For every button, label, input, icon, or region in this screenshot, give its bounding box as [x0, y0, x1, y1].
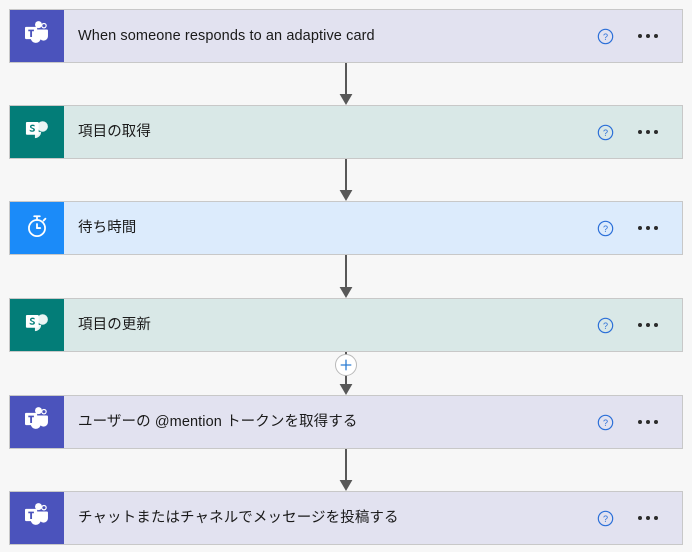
more-options-icon[interactable] — [636, 30, 660, 42]
plus-icon — [340, 359, 352, 371]
flow-step-card[interactable]: チャットまたはチャネルでメッセージを投稿する? — [9, 491, 683, 545]
sharepoint-icon — [22, 308, 52, 343]
connector-arrow-icon — [339, 255, 353, 298]
flow-step-card[interactable]: ユーザーの @mention トークンを取得する? — [9, 395, 683, 449]
step-card-body[interactable]: 待ち時間? — [64, 202, 682, 254]
step-card-actions: ? — [597, 28, 672, 45]
more-options-icon[interactable] — [636, 319, 660, 331]
svg-text:?: ? — [603, 417, 608, 427]
help-icon[interactable]: ? — [597, 124, 614, 141]
step-card-body[interactable]: 項目の取得? — [64, 106, 682, 158]
step-card-body[interactable]: チャットまたはチャネルでメッセージを投稿する? — [64, 492, 682, 544]
svg-text:?: ? — [603, 31, 608, 41]
step-card-actions: ? — [597, 124, 672, 141]
step-title: When someone responds to an adaptive car… — [78, 27, 375, 44]
step-card-body[interactable]: When someone responds to an adaptive car… — [64, 10, 682, 62]
svg-text:?: ? — [603, 320, 608, 330]
more-options-icon[interactable] — [636, 126, 660, 138]
svg-text:?: ? — [603, 223, 608, 233]
step-connector-icon-box — [10, 299, 64, 351]
help-icon[interactable]: ? — [597, 317, 614, 334]
step-title: 項目の取得 — [78, 123, 151, 140]
flow-step-card[interactable]: 項目の取得? — [9, 105, 683, 159]
stopwatch-icon — [22, 211, 52, 246]
flow-step-card[interactable]: 待ち時間? — [9, 201, 683, 255]
step-connector-icon-box — [10, 10, 64, 62]
svg-text:?: ? — [603, 513, 608, 523]
step-card-actions: ? — [597, 510, 672, 527]
microsoft-teams-icon — [22, 501, 52, 536]
flow-step-card[interactable]: When someone responds to an adaptive car… — [9, 9, 683, 63]
sharepoint-icon — [22, 115, 52, 150]
more-options-icon[interactable] — [636, 416, 660, 428]
connector-arrow-icon — [339, 449, 353, 491]
flow-connector — [0, 449, 692, 491]
step-card-body[interactable]: 項目の更新? — [64, 299, 682, 351]
microsoft-teams-icon — [22, 19, 52, 54]
help-icon[interactable]: ? — [597, 414, 614, 431]
step-card-actions: ? — [597, 317, 672, 334]
help-icon[interactable]: ? — [597, 28, 614, 45]
step-title: 項目の更新 — [78, 316, 151, 333]
step-connector-icon-box — [10, 106, 64, 158]
flow-step-card[interactable]: 項目の更新? — [9, 298, 683, 352]
add-step-button[interactable] — [335, 354, 357, 376]
step-connector-icon-box — [10, 492, 64, 544]
step-card-actions: ? — [597, 220, 672, 237]
step-connector-icon-box — [10, 396, 64, 448]
flow-connector — [0, 352, 692, 395]
step-card-actions: ? — [597, 414, 672, 431]
step-title: 待ち時間 — [78, 219, 137, 236]
connector-arrow-icon — [339, 159, 353, 201]
connector-arrow-icon — [339, 63, 353, 105]
flow-connector — [0, 159, 692, 201]
step-title: ユーザーの @mention トークンを取得する — [78, 413, 358, 430]
step-card-body[interactable]: ユーザーの @mention トークンを取得する? — [64, 396, 682, 448]
help-icon[interactable]: ? — [597, 220, 614, 237]
flow-connector — [0, 255, 692, 298]
svg-text:?: ? — [603, 127, 608, 137]
step-title: チャットまたはチャネルでメッセージを投稿する — [78, 509, 399, 526]
help-icon[interactable]: ? — [597, 510, 614, 527]
flow-connector — [0, 63, 692, 105]
more-options-icon[interactable] — [636, 222, 660, 234]
more-options-icon[interactable] — [636, 512, 660, 524]
step-connector-icon-box — [10, 202, 64, 254]
microsoft-teams-icon — [22, 405, 52, 440]
